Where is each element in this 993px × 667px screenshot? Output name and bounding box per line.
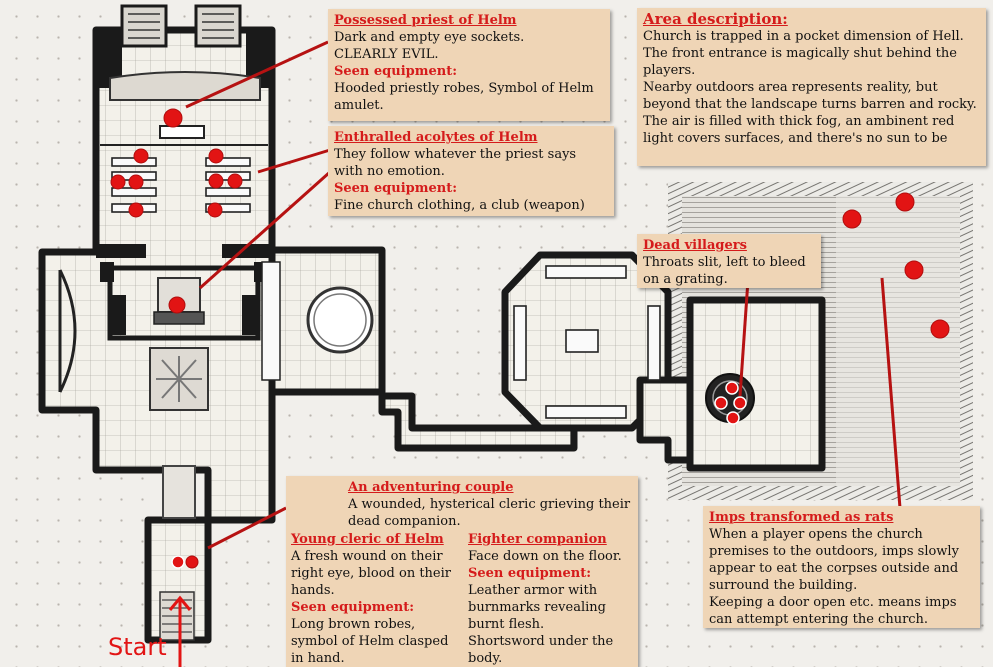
note-title: Imps transformed as rats [709,510,894,525]
tower-stairs [120,4,242,48]
note-equip: Hooded priestly robes, Symbol of Helm am… [334,81,594,113]
corpse-markers [171,381,747,569]
note-title: Fighter companion [468,532,607,547]
start-arrow [168,595,192,667]
note-equip: Long brown robes, symbol of Helm clasped… [291,617,449,666]
note-imps: Imps transformed as rats When a player o… [703,506,980,628]
note-equip: Fine church clothing, a club (weapon) [334,198,585,213]
note-text: They follow whatever the priest says wit… [334,147,577,179]
note-text: Dark and empty eye sockets. CLEARLY EVIL… [334,30,525,62]
note-possessed-priest: Possessed priest of Helm Dark and empty … [328,9,610,121]
note-text: Church is trapped in a pocket dimension … [643,29,977,146]
round-table [261,261,374,381]
note-title: Dead villagers [643,238,747,253]
note-title: An adventuring couple [348,480,514,495]
note-equip-label: Seen equipment: [334,64,458,79]
note-equip-label: Seen equipment: [468,566,592,581]
note-enthralled-acolytes: Enthralled acolytes of Helm They follow … [328,126,614,216]
note-text: Throats slit, left to bleed on a grating… [643,255,806,287]
inner-chamber [107,265,261,519]
npc-markers [110,108,950,569]
note-text: A wounded, hysterical cleric grieving th… [348,497,631,529]
note-adventuring-couple: An adventuring couple A wounded, hysteri… [286,476,638,667]
note-title: Possessed priest of Helm [334,13,517,28]
note-text: Face down on the floor. [468,549,622,564]
note-equip-label: Seen equipment: [291,600,415,615]
note-dead-villagers: Dead villagers Throats slit, left to ble… [637,234,821,288]
note-title: Enthralled acolytes of Helm [334,130,538,145]
note-equip-label: Seen equipment: [334,181,458,196]
note-text: A fresh wound on their right eye, blood … [291,549,451,598]
start-label: Start [108,633,167,661]
apse [58,269,77,393]
note-equip: Leather armor with burnmarks revealing b… [468,583,614,666]
altar [100,71,268,146]
note-title: Young cleric of Helm [291,532,444,547]
note-title: Area description: [643,10,788,28]
octagon-benches [513,265,661,419]
note-area-description: Area description: Church is trapped in a… [637,8,986,166]
note-text: When a player opens the church premises … [709,527,959,627]
cleric-section: Young cleric of Helm A fresh wound on th… [291,531,461,667]
fighter-section: Fighter companion Face down on the floor… [468,531,634,667]
